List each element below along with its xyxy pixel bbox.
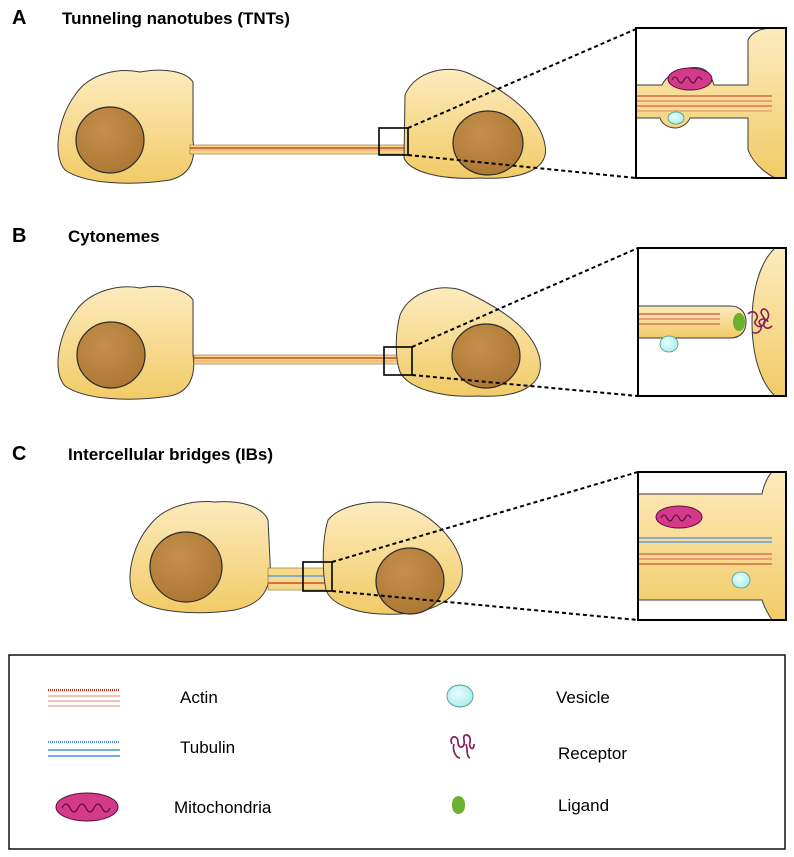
panel-a-letter: A [12, 7, 26, 29]
cytoneme-b [193, 354, 399, 365]
inset-c [638, 472, 786, 620]
nucleus-left-a [75, 106, 145, 174]
nanotube-a [189, 144, 409, 155]
legend-label-mitochondria: Mitochondria [174, 798, 272, 817]
receptor-icon [450, 734, 475, 759]
legend-frame [8, 654, 786, 850]
legend-label-vesicle: Vesicle [556, 688, 610, 707]
inset-frame-b [637, 247, 787, 397]
nucleus-right-b [451, 323, 521, 389]
ligand-icon [452, 796, 465, 814]
ligand-icon [733, 313, 745, 331]
nucleus-right-c [375, 547, 445, 615]
vesicle-icon [667, 111, 685, 125]
inset-a [636, 28, 786, 178]
nucleus-left-b [76, 321, 146, 389]
vesicle-icon [731, 571, 751, 589]
panel-c: C Intercellular bridges (IBs) [12, 443, 787, 621]
bridge-c [267, 567, 331, 591]
panel-a-title: Tunneling nanotubes (TNTs) [62, 9, 290, 28]
zoom-box-a [378, 127, 409, 156]
mitochondria-icon [55, 792, 119, 822]
tubulin-icon [48, 740, 120, 757]
legend: Actin Tubulin Mitochondria Vesicle Recep… [8, 654, 786, 850]
inset-frame-c [637, 471, 787, 621]
panel-c-title: Intercellular bridges (IBs) [68, 445, 273, 464]
vesicle-icon [659, 335, 679, 353]
zoom-box-b [383, 346, 413, 376]
inset-frame-a [635, 27, 787, 179]
receptor-icon [747, 308, 773, 334]
panel-b: B Cytonemes [12, 225, 787, 400]
legend-label-ligand: Ligand [558, 796, 609, 815]
nucleus-right-a [452, 110, 524, 176]
actin-icon [48, 688, 120, 707]
legend-label-tubulin: Tubulin [180, 738, 235, 757]
nucleus-left-c [149, 531, 223, 603]
panel-b-letter: B [12, 225, 26, 247]
inset-b [638, 248, 786, 396]
legend-label-actin: Actin [180, 688, 218, 707]
panel-a: A Tunneling nanotubes (TNTs) [12, 7, 787, 184]
legend-label-receptor: Receptor [558, 744, 627, 763]
vesicle-icon [446, 684, 474, 708]
panel-b-title: Cytonemes [68, 227, 160, 246]
zoom-box-c [302, 561, 333, 592]
panel-c-letter: C [12, 443, 26, 465]
